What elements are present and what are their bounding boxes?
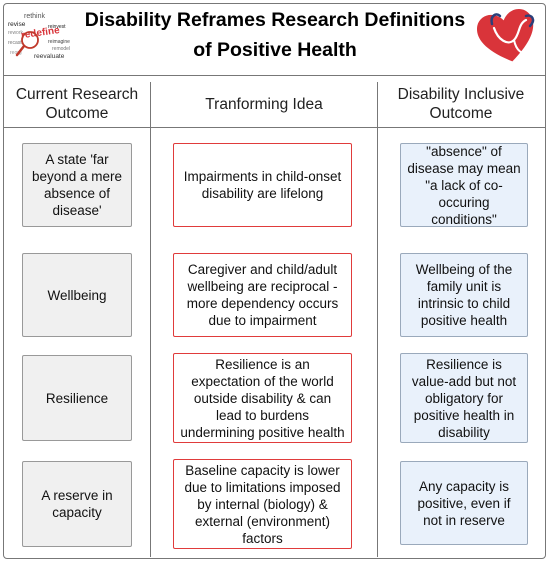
title-line-2: of Positive Health [193,39,357,61]
title-line-1: Disability Reframes Research Definitions [84,9,466,31]
diagram-frame [3,3,546,559]
header-divider [4,127,546,128]
column-divider-1 [150,82,151,557]
transforming-idea-box: Caregiver and child/adult wellbeing are … [173,253,352,337]
inclusive-outcome-box: "absence" of disease may mean "a lack of… [400,143,528,227]
word-cloud-logo: rethink revise rework redefine reinvest … [8,10,72,62]
wordcloud-word: rework [8,30,24,36]
wordcloud-word: reimagine [48,39,70,45]
inclusive-outcome-box: Any capacity is positive, even if not in… [400,461,528,545]
header-transforming-idea: Tranforming Idea [205,95,323,113]
wordcloud-word: revise [8,21,26,28]
transforming-idea-box: Baseline capacity is lower due to limita… [173,459,352,549]
transforming-idea-box: Impairments in child-onset disability ar… [173,143,352,227]
wordcloud-word: reinvest [48,24,66,30]
column-divider-2 [377,82,378,557]
wordcloud-word: remodel [52,46,70,52]
wordcloud-word: recast [8,40,22,46]
wordcloud-word: redefine [20,25,60,41]
wordcloud-word: rethink [24,13,46,20]
header-current-outcome: Current Research Outcome [15,86,139,122]
inclusive-outcome-box: Wellbeing of the family unit is intrinsi… [400,253,528,337]
header-inclusive-outcome: Disability Inclusive Outcome [397,86,525,122]
wordcloud-word: reorg [10,50,22,56]
inclusive-outcome-box: Resilience is value-add but not obligato… [400,353,528,443]
title-panel [3,3,546,76]
transforming-idea-box: Resilience is an expectation of the worl… [173,353,352,443]
magnifier-icon [21,31,39,49]
current-outcome-box: Wellbeing [22,253,132,337]
current-outcome-box: Resilience [22,355,132,441]
current-outcome-box: A state 'far beyond a mere absence of di… [22,143,132,227]
current-outcome-box: A reserve in capacity [22,461,132,547]
heart-stethoscope-icon [477,9,535,62]
wordcloud-word: reevaluate [34,53,65,60]
